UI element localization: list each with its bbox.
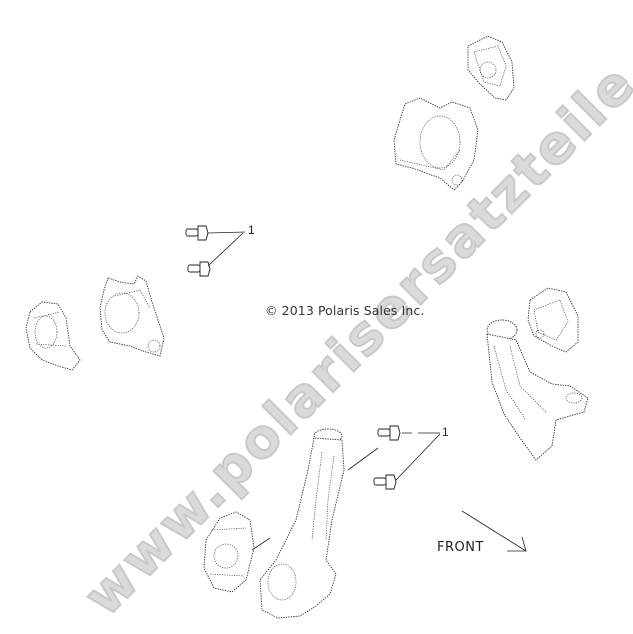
front-label: FRONT bbox=[437, 540, 484, 555]
brake-caliper-top-right[interactable] bbox=[467, 35, 515, 101]
callout-leader-lower bbox=[395, 432, 441, 481]
bolt-lower-2[interactable] bbox=[373, 474, 397, 490]
steering-knuckle-top-right[interactable] bbox=[393, 97, 479, 191]
front-arrow-icon bbox=[461, 510, 527, 552]
callout-leader-upper bbox=[207, 231, 246, 267]
bolt-upper-2[interactable] bbox=[187, 261, 211, 277]
callout-label-upper: 1 bbox=[248, 223, 255, 237]
copyright-notice: © 2013 Polaris Sales Inc. bbox=[265, 303, 425, 318]
brake-caliper-left[interactable] bbox=[25, 301, 81, 371]
steering-knuckle-right[interactable] bbox=[486, 319, 589, 461]
bolt-leader-line bbox=[347, 447, 379, 471]
caliper-leader-line bbox=[251, 537, 271, 551]
steering-knuckle-left[interactable] bbox=[99, 275, 165, 357]
steering-knuckle-bottom[interactable] bbox=[259, 428, 345, 619]
callout-label-lower: 1 bbox=[442, 425, 449, 439]
bolt-lower-1[interactable] bbox=[377, 425, 401, 441]
brake-caliper-bottom[interactable] bbox=[203, 511, 255, 593]
bolt-upper-1[interactable] bbox=[185, 225, 209, 241]
brake-caliper-right[interactable] bbox=[527, 287, 579, 353]
